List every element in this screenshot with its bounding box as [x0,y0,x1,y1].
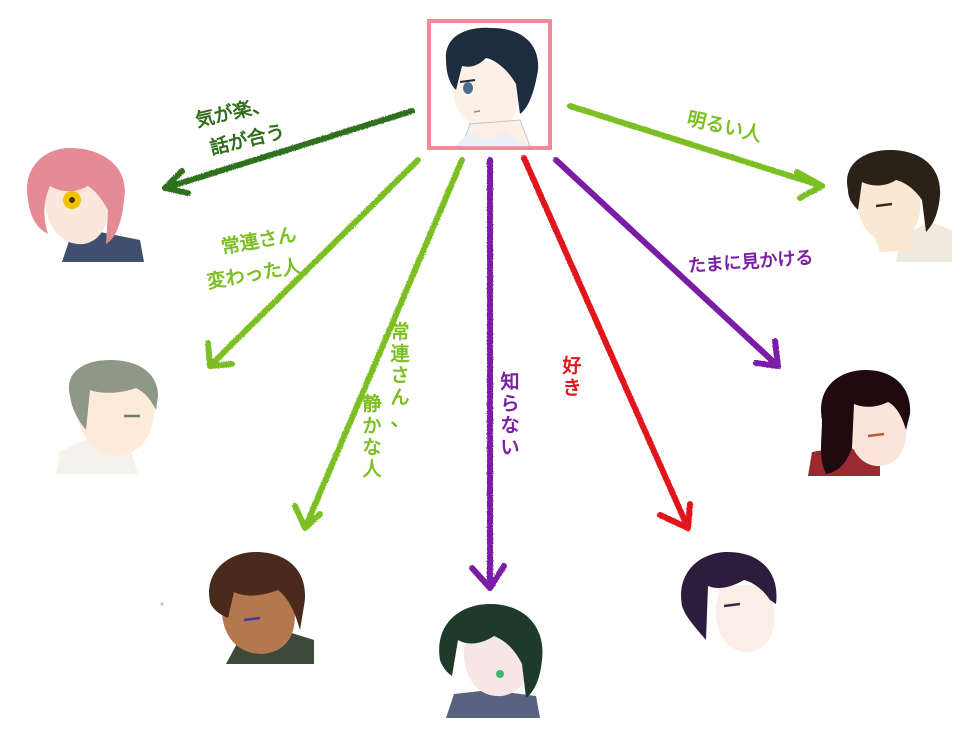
portrait-long-black-hair [808,370,911,476]
label-line: 好き [561,354,581,399]
portrait-gray-hair [56,360,158,474]
label-line: たまに見かける [687,247,814,277]
portrait-pink-hair [27,148,144,262]
arrow-to-purple-hair [521,155,693,531]
portrait-green-hair [439,604,543,718]
stray-dot [160,602,164,606]
arrow-to-long-black-hair [553,157,781,369]
label-purple-hair: 好き [561,354,581,399]
portrait-black-hair [847,150,952,262]
arrow-to-black-hair [567,103,825,201]
arrow-to-brown-hair [292,157,465,531]
label-green-hair: 知らない [500,370,519,459]
label-line: 常連さん、 [390,320,410,430]
label-black-hair: 明るい人 [685,108,765,147]
label-pink-hair: 気が楽、 話が合う [193,92,287,159]
label-line: 常連さん [219,223,298,259]
label-long-black-hair: たまに見かける [687,247,814,277]
center-character-portrait [427,19,552,150]
arrow-to-pink-hair [162,108,415,196]
portrait-purple-hair [681,552,777,664]
label-line: 静かな人 [362,392,382,481]
label-brown-hair: 常連さん、 静かな人 [362,320,410,481]
portrait-brown-hair [209,552,314,664]
label-line: 明るい人 [685,108,765,147]
arrow-to-gray-hair [205,157,421,369]
arrow-to-green-hair [469,157,507,591]
label-gray-hair: 常連さん 変わった人 [205,223,304,294]
label-line: 知らない [500,370,519,459]
